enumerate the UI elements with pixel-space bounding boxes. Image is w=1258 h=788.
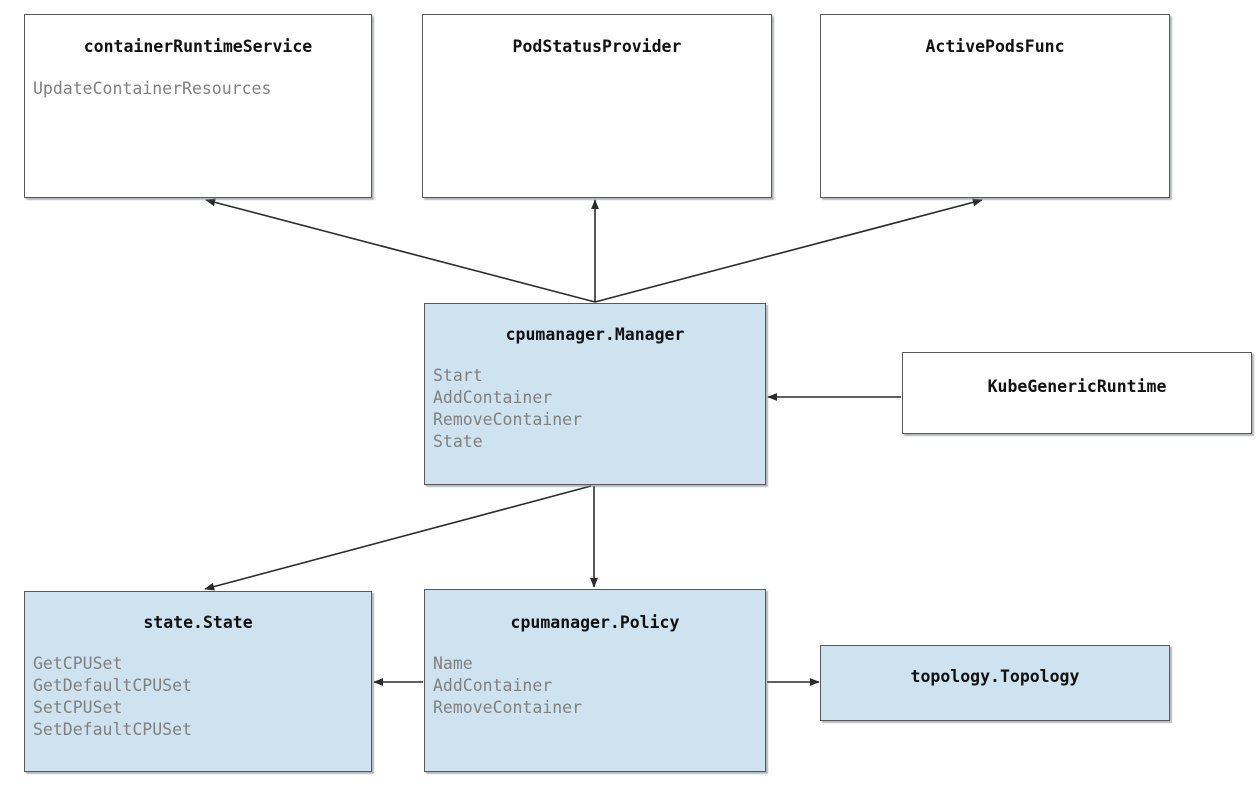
method-item: SetDefaultCPUSet <box>33 720 192 739</box>
node-pod-status-provider[interactable]: PodStatusProvider <box>422 14 772 198</box>
node-state-state[interactable]: state.State GetCPUSet GetDefaultCPUSet S… <box>24 591 372 772</box>
node-cpumanager-manager[interactable]: cpumanager.Manager Start AddContainer Re… <box>424 303 766 485</box>
node-title: cpumanager.Manager <box>505 325 685 344</box>
method-item: AddContainer <box>433 388 553 407</box>
node-title: KubeGenericRuntime <box>987 377 1167 396</box>
node-title: ActivePodsFunc <box>925 37 1065 56</box>
method-item: State <box>433 432 483 451</box>
method-item: AddContainer <box>433 676 553 695</box>
node-container-runtime-service[interactable]: containerRuntimeService UpdateContainerR… <box>24 14 372 198</box>
node-kube-generic-runtime[interactable]: KubeGenericRuntime <box>902 352 1252 434</box>
method-item: RemoveContainer <box>433 410 583 429</box>
node-title: PodStatusProvider <box>512 37 682 56</box>
method-item: Start <box>433 366 483 385</box>
node-methods: UpdateContainerResources <box>25 78 371 100</box>
method-item: RemoveContainer <box>433 698 583 717</box>
node-title: topology.Topology <box>910 667 1080 686</box>
method-item: Name <box>433 654 473 673</box>
node-methods: Name AddContainer RemoveContainer <box>425 653 765 719</box>
node-methods: Start AddContainer RemoveContainer State <box>425 365 765 453</box>
node-topology-topology[interactable]: topology.Topology <box>820 645 1170 721</box>
method-item: UpdateContainerResources <box>33 79 272 98</box>
edge-manager-to-containerRuntimeService <box>205 198 596 303</box>
node-title: containerRuntimeService <box>83 37 313 56</box>
edge-manager-to-stateState <box>204 485 592 591</box>
method-item: GetCPUSet <box>33 654 123 673</box>
node-methods: GetCPUSet GetDefaultCPUSet SetCPUSet Set… <box>25 653 371 741</box>
node-active-pods-func[interactable]: ActivePodsFunc <box>820 14 1170 198</box>
edge-manager-to-activePodsFunc <box>594 198 983 303</box>
node-title: cpumanager.Policy <box>510 613 680 632</box>
node-cpumanager-policy[interactable]: cpumanager.Policy Name AddContainer Remo… <box>424 589 766 772</box>
method-item: SetCPUSet <box>33 698 123 717</box>
node-title: state.State <box>143 613 253 632</box>
method-item: GetDefaultCPUSet <box>33 676 192 695</box>
